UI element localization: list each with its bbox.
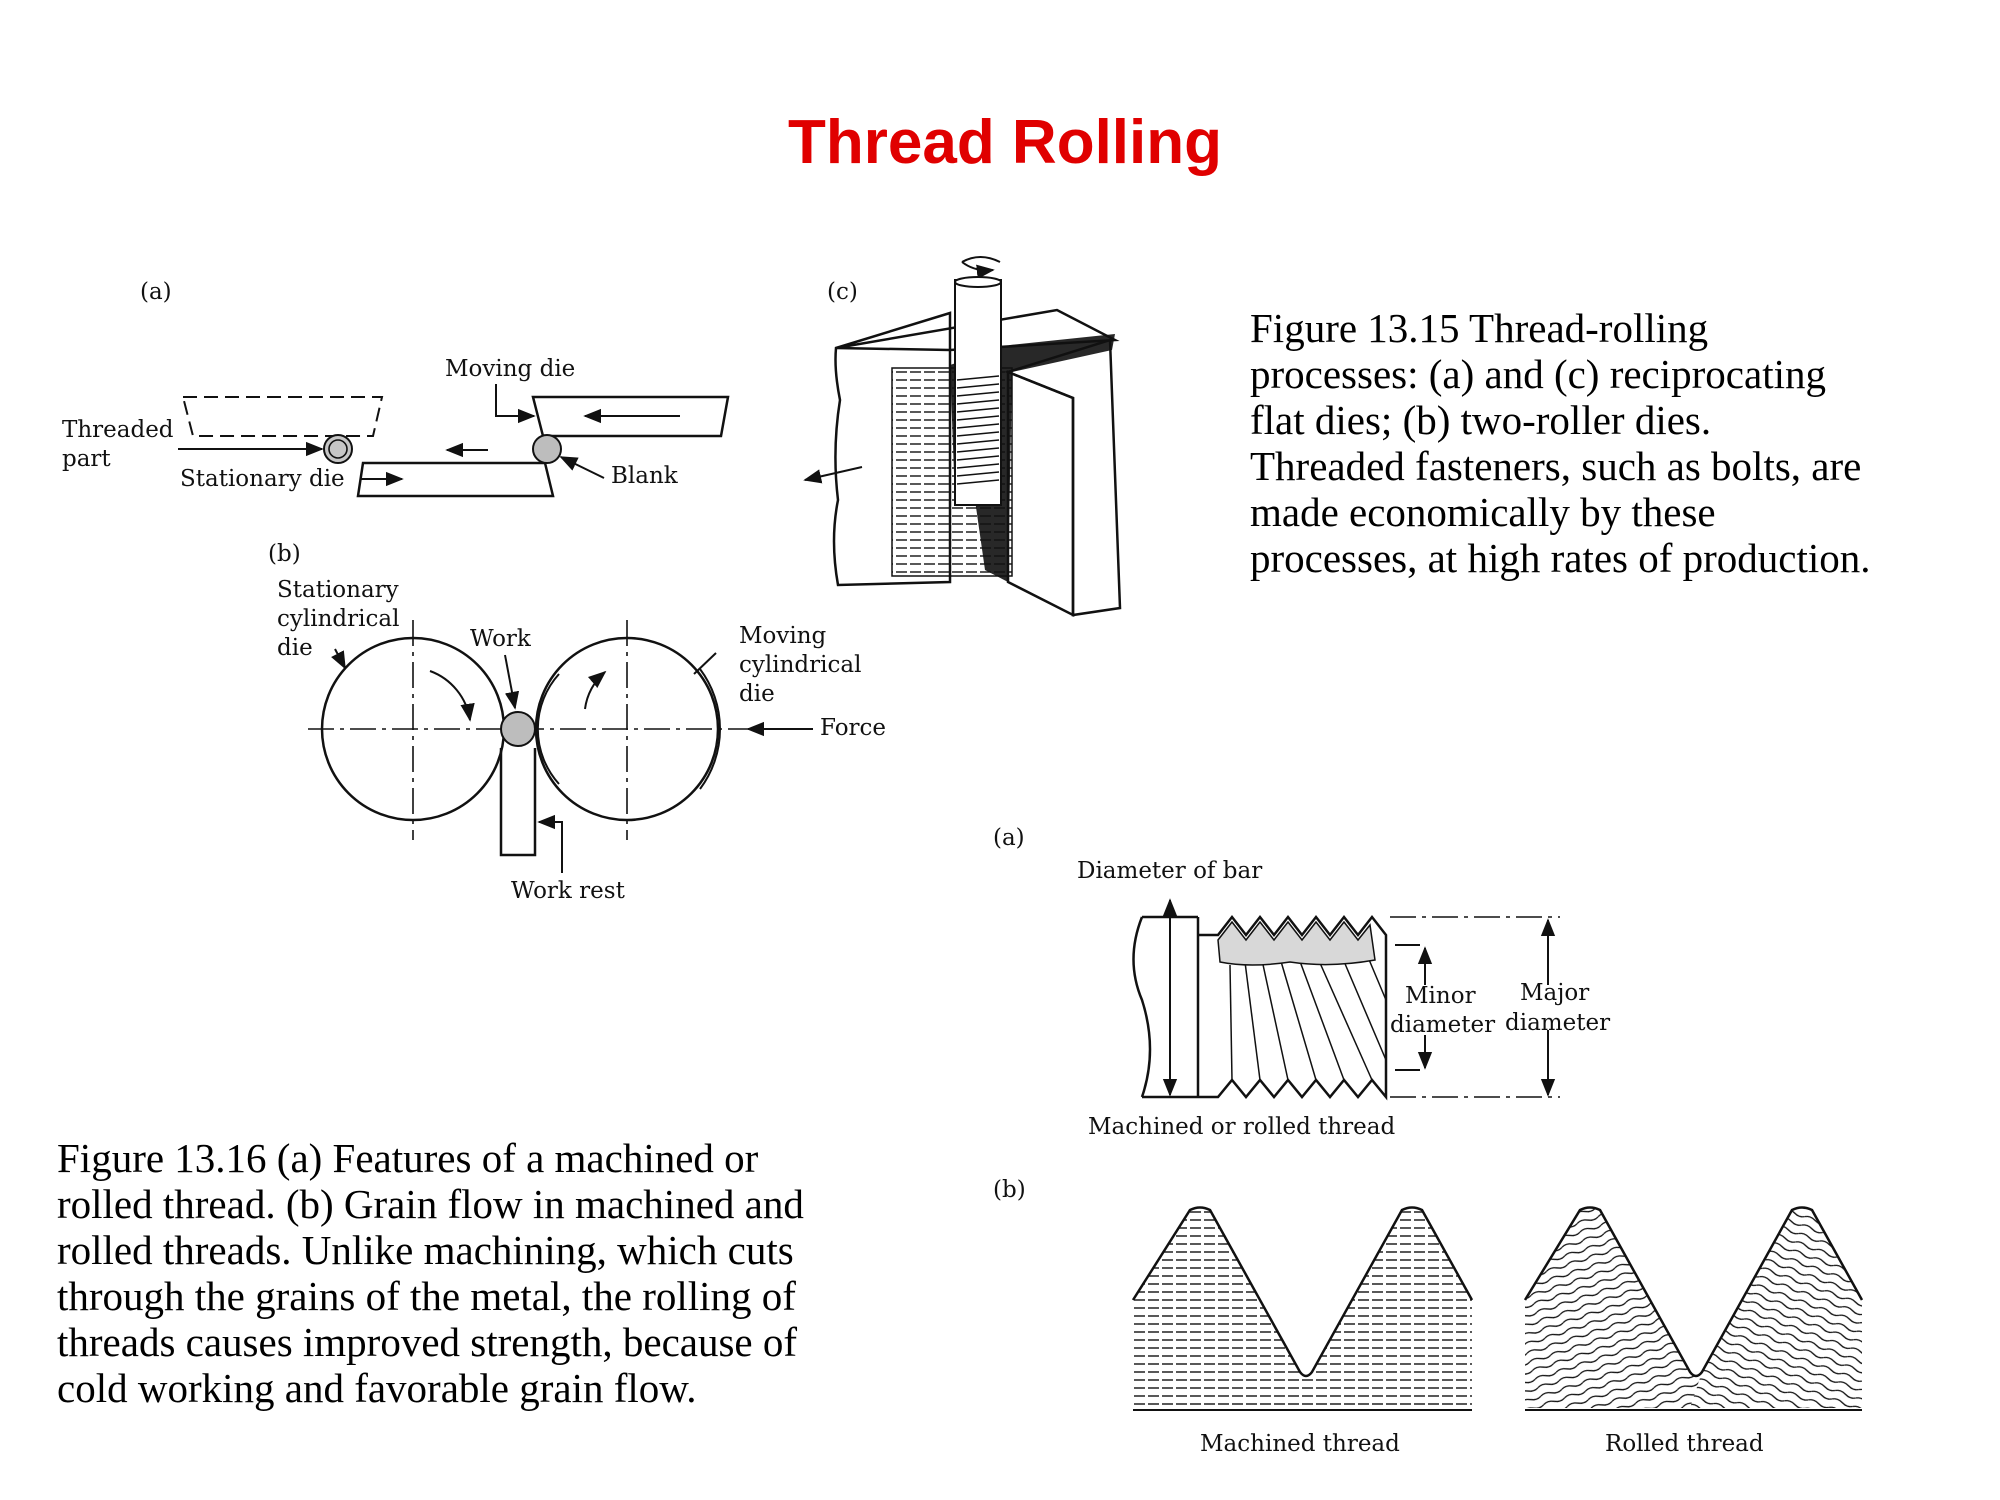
slide-title: Thread Rolling bbox=[788, 108, 1222, 177]
thread-features-diagram: (a) Diameter of bar Minor diameter Ma bbox=[993, 825, 1610, 1140]
label-stationary-3: die bbox=[277, 635, 313, 661]
roller-die-diagram: (b) Stationary cylindrical die Work Movi… bbox=[268, 541, 886, 904]
label-rolled-thread: Rolled thread bbox=[1605, 1431, 1764, 1457]
label-machined-or-rolled: Machined or rolled thread bbox=[1088, 1114, 1395, 1140]
caption-13-15-line-1: Figure 13.15 Thread-rolling bbox=[1250, 305, 1708, 351]
label-work-rest: Work rest bbox=[511, 878, 626, 904]
moving-die-leader bbox=[495, 384, 536, 424]
label-work: Work bbox=[470, 626, 532, 652]
flat-die-diagram: (a) Moving die Threaded part Stationary … bbox=[62, 279, 730, 498]
bar-end bbox=[1132, 916, 1152, 1098]
machined-thread bbox=[1131, 1206, 1474, 1411]
threaded-part bbox=[323, 434, 353, 464]
label-minor-1: Minor bbox=[1405, 983, 1476, 1009]
panel-tag-b: (b) bbox=[268, 541, 301, 567]
label-blank: Blank bbox=[611, 463, 679, 489]
label-moving-die: Moving die bbox=[445, 356, 575, 382]
label-threaded: Threaded bbox=[62, 417, 174, 443]
right-block-face bbox=[1006, 370, 1075, 618]
caption-13-16-line-4: through the grains of the metal, the rol… bbox=[57, 1273, 796, 1319]
rod-top bbox=[954, 276, 1002, 288]
work-piece bbox=[500, 711, 536, 747]
rotation-indicator bbox=[961, 257, 1000, 270]
stationary-die-leader bbox=[331, 648, 346, 670]
moving-die bbox=[531, 395, 730, 438]
caption-13-15-line-3: flat dies; (b) two-roller dies. bbox=[1250, 397, 1711, 443]
caption-13-16-line-3: rolled threads. Unlike machining, which … bbox=[57, 1227, 794, 1273]
caption-13-15-line-6: processes, at high rates of production. bbox=[1250, 535, 1871, 581]
grain-flow-diagram: (b) Machined thread Rolled thread bbox=[993, 1177, 1864, 1457]
label-stationary-die: Stationary die bbox=[180, 466, 345, 492]
moving-rotation-arrow bbox=[584, 670, 607, 710]
thread-profile bbox=[1198, 914, 1388, 1101]
moving-roller-arc-inner bbox=[536, 673, 560, 785]
label-major-2: diameter bbox=[1505, 1010, 1610, 1036]
thread-cutaway bbox=[1217, 920, 1376, 966]
blank bbox=[532, 434, 562, 464]
label-machined-thread: Machined thread bbox=[1200, 1431, 1400, 1457]
caption-13-16-line-1: Figure 13.16 (a) Features of a machined … bbox=[57, 1135, 759, 1181]
rod-threads bbox=[956, 375, 1000, 485]
work-leader bbox=[504, 654, 520, 710]
label-part: part bbox=[62, 446, 111, 472]
right-block bbox=[1004, 338, 1122, 617]
thread-helix-lines bbox=[1229, 949, 1387, 1081]
caption-13-15-line-2: processes: (a) and (c) reciprocating bbox=[1250, 351, 1826, 397]
caption-13-16-line-6: cold working and favorable grain flow. bbox=[57, 1365, 696, 1411]
threaded-part-ring bbox=[328, 439, 348, 459]
label-moving-1: Moving bbox=[739, 623, 827, 649]
figure-13-15-caption: Figure 13.15 Thread-rolling processes: (… bbox=[1250, 305, 1872, 581]
caption-13-15-line-5: made economically by these bbox=[1250, 489, 1716, 535]
moving-roller-arc-outer bbox=[699, 668, 721, 790]
label-stationary-1: Stationary bbox=[277, 577, 399, 603]
work-rest bbox=[499, 748, 537, 857]
label-moving-2: cylindrical bbox=[739, 652, 861, 678]
label-minor-2: diameter bbox=[1390, 1012, 1495, 1038]
dashed-die-outline bbox=[181, 396, 384, 437]
moving-die-leader bbox=[693, 652, 717, 675]
label-force: Force bbox=[820, 715, 886, 741]
stationary-die bbox=[356, 461, 555, 498]
caption-13-16-line-2: rolled thread. (b) Grain flow in machine… bbox=[57, 1181, 804, 1227]
panel-tag-a: (a) bbox=[140, 279, 172, 305]
label-moving-3: die bbox=[739, 681, 775, 707]
blank-leader bbox=[559, 456, 605, 479]
stationary-rotation-arrow bbox=[429, 670, 475, 722]
rolled-thread bbox=[1523, 1206, 1864, 1411]
caption-13-15-line-4: Threaded fasteners, such as bolts, are bbox=[1250, 443, 1861, 489]
panel-tag-c: (c) bbox=[827, 279, 858, 305]
flat-die-block-diagram: (c) bbox=[803, 257, 1122, 618]
die-motion-arrow bbox=[803, 466, 863, 484]
caption-13-16-line-5: threads causes improved strength, becaus… bbox=[57, 1319, 797, 1365]
label-major-1: Major bbox=[1520, 980, 1589, 1006]
figure-13-16-caption: Figure 13.16 (a) Features of a machined … bbox=[57, 1135, 814, 1411]
work-rest-leader bbox=[537, 814, 563, 873]
label-stationary-2: cylindrical bbox=[277, 606, 399, 632]
panel-tag-16b: (b) bbox=[993, 1177, 1026, 1203]
panel-tag-16a: (a) bbox=[993, 825, 1025, 851]
label-diameter-of-bar: Diameter of bar bbox=[1077, 858, 1262, 884]
